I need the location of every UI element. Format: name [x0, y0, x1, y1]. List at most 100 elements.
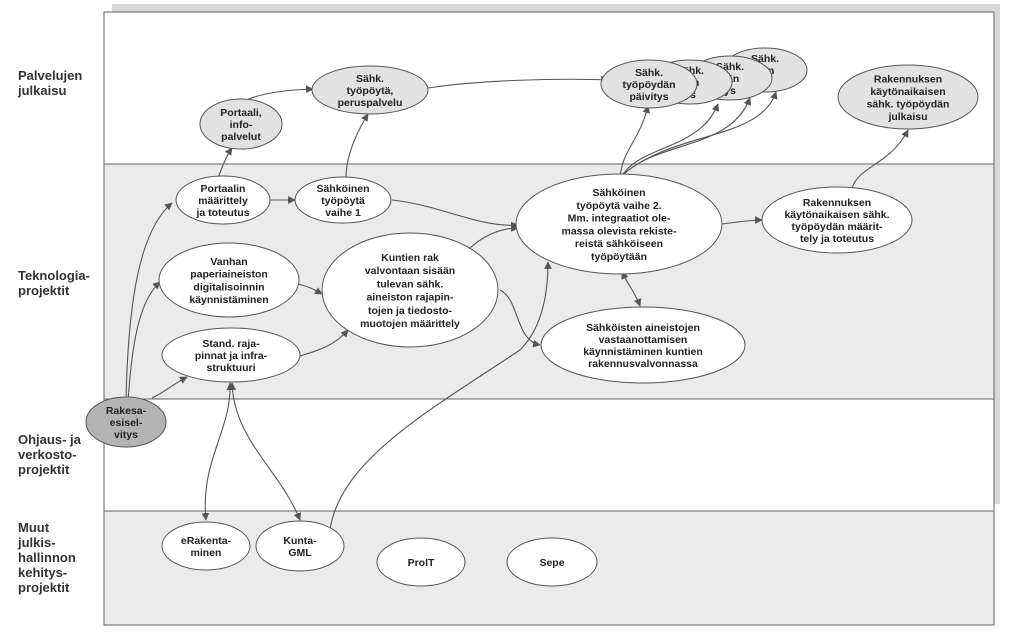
node-stand-raja: Stand. raja-pinnat ja infra-struktuuri: [161, 327, 301, 383]
node-erakentaminen: eRakenta-minen: [161, 521, 251, 571]
node-label: Sähk.: [356, 73, 384, 85]
lane-label-palvelut: Palvelujen julkaisu: [18, 68, 83, 98]
node-sahk-perus: Sähk.työpöytä,peruspalvelu: [311, 65, 429, 115]
node-shape: [199, 98, 283, 150]
node-label: paperiaineiston: [190, 269, 268, 281]
node-label: Rakennuksen: [803, 197, 871, 209]
node-label: Sähköinen: [316, 183, 369, 195]
diagram-shadow: [112, 4, 994, 12]
node-label: käynnistäminen: [189, 294, 268, 306]
node-shape: [761, 186, 913, 254]
node-sepe: Sepe: [506, 537, 598, 587]
lane-label-teknologia: Teknologia- projektit: [18, 268, 90, 298]
node-portaali-info: Portaali,info-palvelut: [199, 98, 283, 150]
node-label: tulevan sähk.: [377, 278, 444, 290]
node-label: Vanhan: [210, 256, 247, 268]
node-shape: [540, 306, 746, 384]
node-label: työpöydän määrit-: [791, 221, 883, 233]
arrow-rakmaar-julkaisu: [851, 129, 909, 189]
node-label: reistä sähköiseen: [575, 238, 663, 250]
arrow-stand-kuntien: [299, 329, 349, 357]
node-shape: [515, 173, 723, 275]
node-label: digitalisoinnin: [193, 281, 264, 293]
node-label: työpöytään: [591, 251, 647, 263]
node-vanhan-paperi: Vanhanpaperiaineistondigitalisoinninkäyn…: [158, 242, 300, 318]
node-label: tojen ja tiedosto-: [368, 305, 453, 317]
arrow-kuntien-vastaanotto: [499, 289, 541, 348]
node-label: Kunta-: [283, 535, 317, 547]
node-label: Sepe: [539, 557, 564, 569]
node-label: ja toteutus: [195, 207, 249, 219]
node-label: sähk. työpöydän: [867, 98, 950, 110]
node-label: julkaisu: [887, 111, 927, 123]
node-shape: [321, 232, 499, 348]
arrow-rakesa-portaali: [125, 202, 173, 403]
arrow-vaihe2-paivitys2: [621, 103, 720, 177]
node-label: ProIT: [408, 557, 435, 569]
node-label: Sähk.: [635, 67, 663, 79]
node-label: käytönaikaisen: [870, 86, 945, 98]
node-label: info-: [230, 119, 253, 131]
node-shape: [837, 64, 979, 130]
node-label: työpöytä: [321, 195, 365, 207]
node-label: Sähköinen: [592, 187, 645, 199]
node-rakesa: Rakesa-esisel-vitys: [85, 396, 167, 448]
node-label: käytönaikaisen sähk.: [784, 209, 889, 221]
node-label: Portaalin: [201, 183, 246, 195]
node-label: Stand. raja-: [202, 338, 260, 350]
node-shape: [376, 537, 466, 587]
node-shape: [85, 396, 167, 448]
node-kuntagml: Kunta-GML: [255, 520, 345, 572]
node-label: tely ja toteutus: [800, 233, 874, 245]
node-shape: [158, 242, 300, 318]
node-label: Rakesa-: [106, 405, 147, 417]
node-label: valvontaan sisään: [365, 265, 455, 277]
node-shape: [175, 175, 271, 225]
arrow-kuntien-vaihe2: [467, 224, 519, 251]
node-shape: [161, 521, 251, 571]
node-label: Mm. integraatiot ole-: [568, 213, 671, 225]
node-label: vaihe 1: [325, 207, 361, 219]
arrow-vaihe1-vaihe2: [391, 199, 519, 230]
node-label: GML: [288, 547, 312, 559]
node-label: minen: [191, 547, 222, 559]
node-label: työpöydän: [622, 79, 675, 91]
arrow-vaihe1-perus: [345, 113, 369, 179]
arrow-vaihe2-paivitys4: [625, 91, 778, 173]
arrow-portaali-info: [217, 147, 233, 179]
node-label: Kuntien rak: [381, 252, 439, 264]
node-shape: [161, 327, 301, 383]
node-label: vastaanottamisen: [599, 334, 688, 346]
node-label: massa olevista rekiste-: [562, 225, 677, 237]
node-label: peruspalvelu: [338, 97, 403, 109]
node-label: työpöytä vaihe 2.: [576, 200, 661, 212]
node-shape: [600, 59, 698, 109]
node-label: Rakennuksen: [874, 73, 942, 85]
node-label: ys: [724, 85, 736, 97]
arrow-rakesa-vanhan: [127, 281, 161, 403]
node-label: Sähköisten aineistojen: [586, 322, 700, 334]
node-label: esisel-: [110, 417, 143, 429]
node-sahk-vastaanotto: Sähköisten aineistojenvastaanottamisenkä…: [540, 306, 746, 384]
node-label: eRakenta-: [181, 535, 232, 547]
arrow-rakesa-stand: [151, 376, 188, 399]
node-proit: ProIT: [376, 537, 466, 587]
node-shape: [311, 65, 429, 115]
arrow-vaihe2-vastaanotto: [621, 271, 642, 307]
arrow-perus-paivitys: [427, 75, 609, 89]
node-label: määrittely: [198, 195, 248, 207]
node-label: rakennusvalvonnassa: [588, 358, 698, 370]
lane-ohjaus: [103, 398, 995, 512]
lane-label-ohjaus: Ohjaus- ja verkosto- projektit: [18, 432, 81, 477]
arrow-vanhan-kuntien: [297, 283, 323, 295]
node-label: muotojen määrittely: [360, 318, 460, 330]
lane-label-muut: Muut julkis- hallinnon kehitys- projekti…: [18, 520, 76, 595]
node-label: työpöytä,: [347, 85, 394, 97]
